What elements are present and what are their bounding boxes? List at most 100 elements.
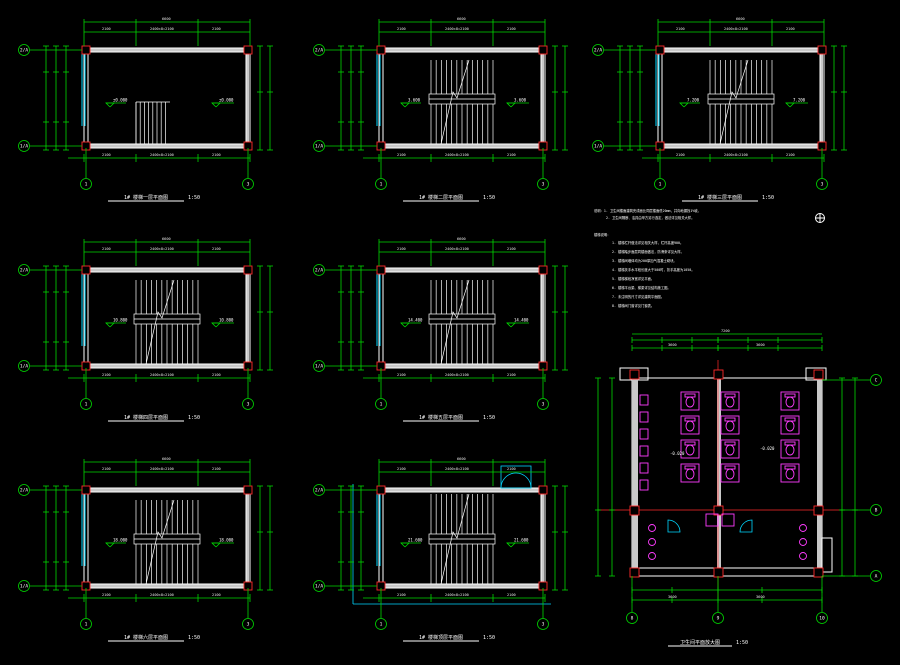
axis-bubble-top: 2/A [315, 268, 324, 274]
toilet-stall [720, 463, 740, 483]
right-wall [820, 52, 823, 144]
break-line [440, 59, 470, 145]
axis-bubble-bottom-circle [313, 580, 325, 592]
landing-level: 14.400 [514, 318, 529, 323]
top-wall [84, 48, 250, 52]
column [629, 567, 640, 578]
toilet-tank [724, 417, 736, 422]
plan-scale: 1:50 [483, 635, 495, 641]
top-wall [379, 48, 545, 52]
dimension-text: 2100 [212, 373, 221, 377]
break-line [145, 499, 175, 585]
top-wall [379, 488, 545, 492]
column [655, 45, 665, 55]
column [813, 505, 824, 516]
corner-wall [805, 367, 827, 381]
dimension-text: 2400×8=2100 [445, 247, 469, 251]
axis-bubble-bottom-circle [18, 580, 30, 592]
top-wall [84, 268, 250, 272]
axis-bubble-left: 1 [659, 182, 662, 188]
axis-bubble-top-circle [18, 264, 30, 276]
bottom-wall [84, 144, 250, 148]
bottom-wall [84, 584, 250, 588]
dimension-text: 2100 [397, 27, 406, 31]
axis-bubble-right-circle [537, 178, 549, 190]
room-interior [87, 51, 247, 145]
note-item: 2. 楼梯踏步面层同楼面做法，防滑条详见大样。 [612, 249, 684, 254]
axis-bubble-right-circle [242, 618, 254, 630]
toilet-stall [720, 415, 740, 435]
plan-scale: 1:50 [762, 195, 774, 201]
wash-basin [799, 538, 807, 546]
column [538, 485, 548, 495]
axis-bubble-mid-col: 9 [717, 616, 720, 622]
overall-dimension: 7200 [721, 329, 730, 333]
urinal [639, 462, 649, 474]
overall-dimension: 6600 [457, 237, 466, 241]
axis-bubble-bottom: 1/A [594, 144, 603, 150]
landing-level: 21.600 [514, 538, 529, 543]
axis-bubble-bottom: 1/A [20, 364, 29, 370]
dimension-text: 2400×8=2100 [150, 27, 174, 31]
wall-outline [83, 487, 251, 589]
overall-dimension: 6600 [457, 457, 466, 461]
floor-level: ±0.000 [113, 98, 128, 103]
axis-bubble-top-circle [870, 374, 882, 386]
axis-bubble-left: 1 [380, 402, 383, 408]
overall-dimension: 6600 [162, 457, 171, 461]
column [813, 567, 824, 578]
dimension-text: 2100 [507, 247, 516, 251]
axis-bubble-left: 1 [380, 182, 383, 188]
bottom-wall [84, 364, 250, 368]
axis-bubble-bottom-circle [18, 360, 30, 372]
column [817, 45, 827, 55]
right-wall [541, 492, 544, 584]
column [538, 265, 548, 275]
toilet-level: -0.020 [670, 451, 685, 456]
column [376, 45, 386, 55]
axis-bubble-top-circle [18, 44, 30, 56]
axis-bubble-top-circle [313, 264, 325, 276]
dimension-text: 2100 [786, 27, 795, 31]
toilet-tank [684, 465, 696, 470]
axis-bubble-top-circle [313, 484, 325, 496]
note-item: 6. 楼梯平台梁、梯梁详见结构施工图。 [612, 285, 671, 290]
overall-dimension: 6600 [736, 17, 745, 21]
column [713, 567, 724, 578]
mop-sink [705, 513, 719, 527]
axis-bubble-left-circle [654, 178, 666, 190]
plan-caption: 1# 楼梯四层平面图 [124, 414, 168, 421]
break-line [440, 279, 470, 365]
dimension-text: 2100 [212, 27, 221, 31]
toilet-tank [684, 393, 696, 398]
axis-bubble-left: 1 [85, 622, 88, 628]
axis-bubble-bottom-circle [870, 570, 882, 582]
toilet-stall [680, 439, 700, 459]
toilet-tank [784, 441, 796, 446]
axis-bubble-right: 3 [247, 622, 250, 628]
urinal [639, 411, 649, 423]
axis-bubble-mid-col-circle [712, 612, 724, 624]
wall-outline [657, 47, 825, 149]
landing-level: 7.200 [793, 98, 806, 103]
dimension-text: 2400×8=2100 [445, 467, 469, 471]
top-wall [658, 48, 824, 52]
toilet-stall [680, 391, 700, 411]
wall-outline [378, 47, 546, 149]
axis-bubble-bottom: A [875, 574, 878, 580]
dimension-text: 2400×8=2100 [150, 373, 174, 377]
axis-bubble-top: 2/A [315, 488, 324, 494]
axis-bubble-left: 1 [85, 402, 88, 408]
floor-level: 7.200 [687, 98, 700, 103]
dimension-text: 3600 [668, 595, 677, 599]
dimension-text: 2100 [507, 153, 516, 157]
dimension-text: 3600 [756, 595, 765, 599]
bottom-wall [379, 364, 545, 368]
right-wall [541, 52, 544, 144]
column [713, 369, 724, 380]
axis-bubble-top-circle [592, 44, 604, 56]
axis-bubble-left-circle [375, 178, 387, 190]
